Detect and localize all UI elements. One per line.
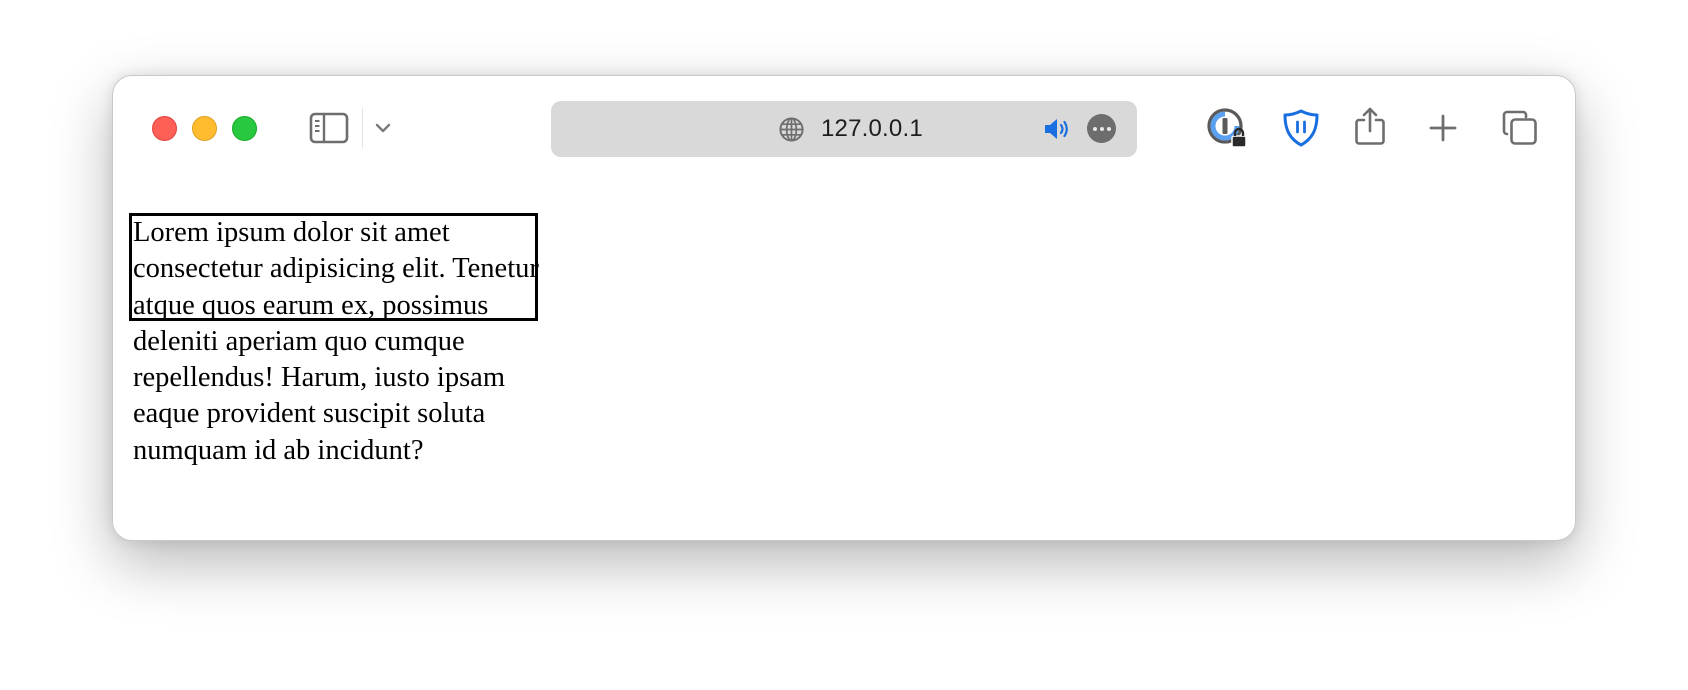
tab-group-menu-button[interactable] xyxy=(371,116,395,140)
url-text: 127.0.0.1 xyxy=(821,115,923,142)
chevron-down-icon xyxy=(375,123,391,133)
lorem-paragraph: Lorem ipsum dolor sit amet consectetur a… xyxy=(133,217,539,466)
bitwarden-extension-button[interactable] xyxy=(1281,108,1321,148)
new-tab-button[interactable] xyxy=(1425,110,1461,146)
toolbar-divider xyxy=(362,108,363,148)
speaker-icon[interactable] xyxy=(1042,116,1070,142)
tabs-overview-icon xyxy=(1502,110,1537,145)
zoom-window-button[interactable] xyxy=(232,116,257,141)
1password-extension-button[interactable] xyxy=(1206,107,1248,149)
globe-icon xyxy=(779,117,804,142)
sidebar-icon xyxy=(309,112,349,144)
ellipsis-icon xyxy=(1092,126,1097,131)
plus-icon xyxy=(1429,114,1457,142)
address-bar[interactable]: 127.0.0.1 xyxy=(551,101,1137,157)
shield-icon xyxy=(1283,109,1319,147)
browser-toolbar: 127.0.0.1 xyxy=(113,76,1575,186)
share-icon xyxy=(1355,107,1385,145)
minimize-window-button[interactable] xyxy=(192,116,217,141)
close-window-button[interactable] xyxy=(152,116,177,141)
toggle-sidebar-button[interactable] xyxy=(309,110,349,146)
page-menu-button[interactable] xyxy=(1087,114,1116,143)
1password-lock-icon xyxy=(1207,108,1247,148)
ellipsis-dot xyxy=(1099,126,1104,131)
tab-overview-button[interactable] xyxy=(1501,109,1539,147)
ellipsis-dot xyxy=(1106,126,1111,131)
share-button[interactable] xyxy=(1351,104,1389,148)
browser-window: 127.0.0.1 xyxy=(112,75,1576,541)
